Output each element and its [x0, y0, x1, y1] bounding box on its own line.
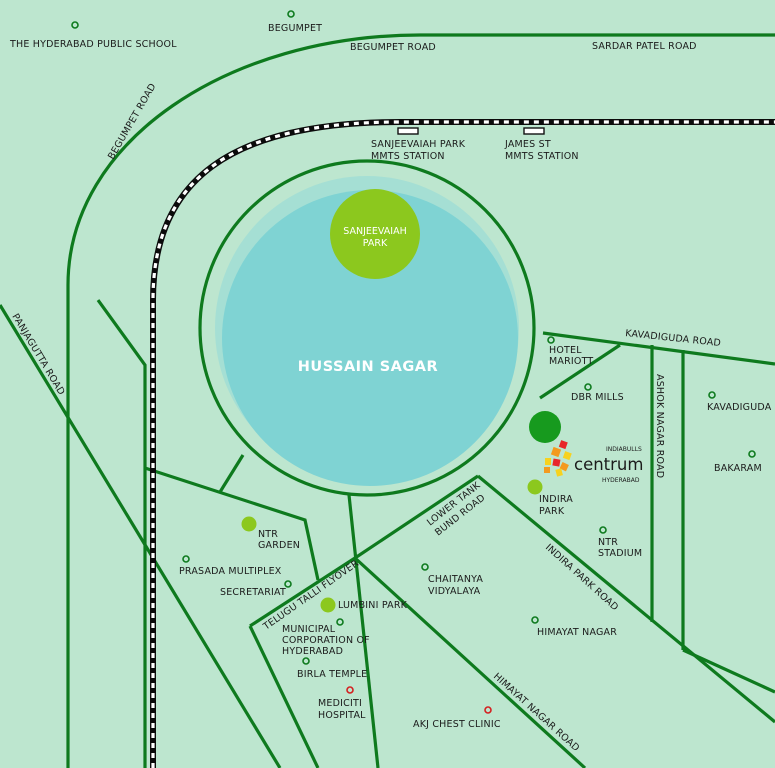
road-network [0, 33, 775, 768]
poi-markers [71, 10, 756, 714]
indira-park-dot [527, 479, 543, 495]
panjagutta-road [0, 304, 282, 768]
municipal-label-1: MUNICIPAL [282, 624, 336, 635]
panjagutta-road-label: PANJAGUTTA ROAD [9, 312, 66, 397]
lake-ring-road [198, 159, 536, 497]
lumbini-park-label: LUMBINI PARK [338, 600, 408, 611]
akj-chest-clinic-label: AKJ CHEST CLINIC [413, 719, 501, 730]
railway-dashes [151, 120, 775, 768]
hotel-mariott-label-2: MARIOTT [549, 356, 593, 367]
akj-marker [484, 706, 492, 714]
dbr-mills-label: DBR MILLS [571, 392, 624, 403]
bakaram-label: BAKARAM [714, 463, 762, 474]
mediciti-label-1: MEDICITI [318, 698, 362, 709]
chaitanya-label-2: VIDYALAYA [428, 586, 481, 597]
ntr-stadium-marker [599, 526, 607, 534]
park-label-line1: SANJEEVAIAH [343, 226, 406, 237]
hotel-mariott-marker [547, 336, 555, 344]
birla-temple-label: BIRLA TEMPLE [297, 669, 367, 680]
kavadiguda-marker [708, 391, 716, 399]
centrum-logo-icon [544, 440, 572, 477]
road-sw-1 [144, 466, 320, 581]
prasada-marker [182, 555, 190, 563]
chaitanya-marker [421, 563, 429, 571]
begumpet-road [66, 33, 775, 768]
mediciti-marker [346, 686, 354, 694]
municipal-marker [336, 618, 344, 626]
sanjeevaiah-park-area [330, 189, 420, 279]
ntr-garden-label-1: NTR [258, 529, 278, 540]
james-station-label-2: MMTS STATION [505, 151, 579, 162]
james-station-label-1: JAMES ST [504, 139, 551, 150]
road-south-1 [347, 494, 380, 768]
brand-city-label: HYDERABAD [602, 477, 640, 484]
hotel-mariott-label-1: HOTEL [549, 345, 582, 356]
hussain-sagar-lake [222, 190, 518, 486]
bakaram-marker [748, 450, 756, 458]
mariott-link-road [539, 343, 621, 400]
kavadiguda-road [542, 331, 775, 366]
road-flyover-down [248, 625, 320, 768]
dbr-mills-marker [584, 383, 592, 391]
ntr-garden-label-2: GARDEN [258, 540, 300, 551]
himayat-nagar-marker [531, 616, 539, 624]
james-st-station-marker [523, 127, 545, 135]
brand-name-label: centrum [574, 455, 643, 474]
indira-park-road [476, 474, 775, 724]
indira-park-label-1: INDIRA [539, 494, 573, 505]
secretariat-label: SECRETARIAT [220, 587, 286, 598]
begumpet-road-top-label: BEGUMPET ROAD [350, 42, 436, 53]
begumpet-label: BEGUMPET [268, 23, 322, 34]
lumbini-park-dot [320, 597, 336, 613]
begumpet-marker [287, 10, 295, 18]
kavadiguda-label: KAVADIGUDA [707, 402, 772, 413]
birla-temple-marker [302, 657, 310, 665]
ntr-garden-dot [241, 516, 257, 532]
secretariat-marker [284, 580, 292, 588]
sanjeevaiah-station-label-2: MMTS STATION [371, 151, 445, 162]
brand-top-label: INDIABULLS [606, 446, 642, 453]
road-sw-2 [218, 454, 245, 493]
road-east-diag [682, 648, 775, 694]
indira-park-label-2: PARK [539, 506, 565, 517]
himayat-nagar-road-label: HIMAYAT NAGAR ROAD [491, 671, 581, 754]
sardar-patel-road-label: SARDAR PATEL ROAD [592, 41, 697, 52]
ntr-stadium-label-2: STADIUM [598, 548, 642, 559]
sanjeevaiah-station-label-1: SANJEEVAIAH PARK [371, 139, 466, 150]
hyderabad-public-school-label: THE HYDERABAD PUBLIC SCHOOL [9, 39, 177, 50]
ntr-stadium-label-1: NTR [598, 537, 618, 548]
hyderabad-public-school-marker [71, 21, 79, 29]
municipal-label-3: HYDERABAD [282, 646, 343, 657]
project-location-dot [529, 411, 561, 443]
lake-label: HUSSAIN SAGAR [298, 359, 438, 375]
sanjeevaiah-station-marker [397, 127, 419, 135]
himayat-nagar-road [353, 556, 587, 768]
mediciti-label-2: HOSPITAL [318, 710, 366, 721]
ashok-nagar-road-label: ASHOK NAGAR ROAD [654, 374, 665, 478]
chaitanya-label-1: CHAITANYA [428, 574, 483, 585]
inner-road-left [96, 299, 147, 768]
prasada-label: PRASADA MULTIPLEX [179, 566, 282, 577]
municipal-label-2: CORPORATION OF [282, 635, 370, 646]
park-label-line2: PARK [363, 238, 388, 249]
mmts-railway [150, 119, 775, 768]
himayat-nagar-label: HIMAYAT NAGAR [537, 627, 617, 638]
